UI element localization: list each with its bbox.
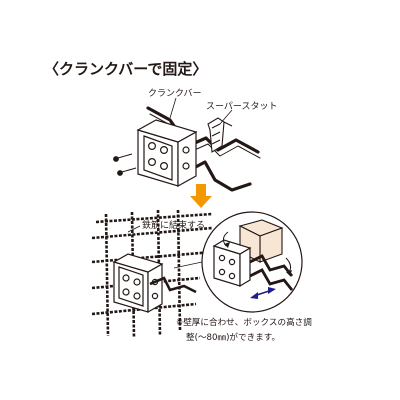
callout-outlet-box — [212, 239, 252, 288]
label-super-stud: スーパースタット — [206, 101, 277, 112]
down-arrow — [190, 184, 212, 208]
label-tie-rebar: 鉄筋に結束する — [142, 219, 205, 231]
note-line-2: 整(～80㎜)ができます。 — [186, 331, 280, 343]
label-crank-bar: クランクバー — [148, 88, 202, 99]
height-adjust-arrow — [250, 287, 276, 299]
zoom-callout — [173, 211, 303, 313]
note-line-1: ※壁厚に合わせ、ボックスの高さ調 — [176, 316, 312, 328]
super-stud-shape — [207, 117, 233, 153]
bottom-figure — [91, 209, 213, 339]
outlet-box-bottom — [112, 253, 164, 314]
outlet-box-top — [136, 119, 198, 188]
diagram-title: 〈クランクバーで固定〉 — [44, 60, 207, 78]
top-figure — [113, 97, 261, 192]
screws — [113, 153, 137, 176]
crank-bar-bottom — [149, 276, 197, 294]
